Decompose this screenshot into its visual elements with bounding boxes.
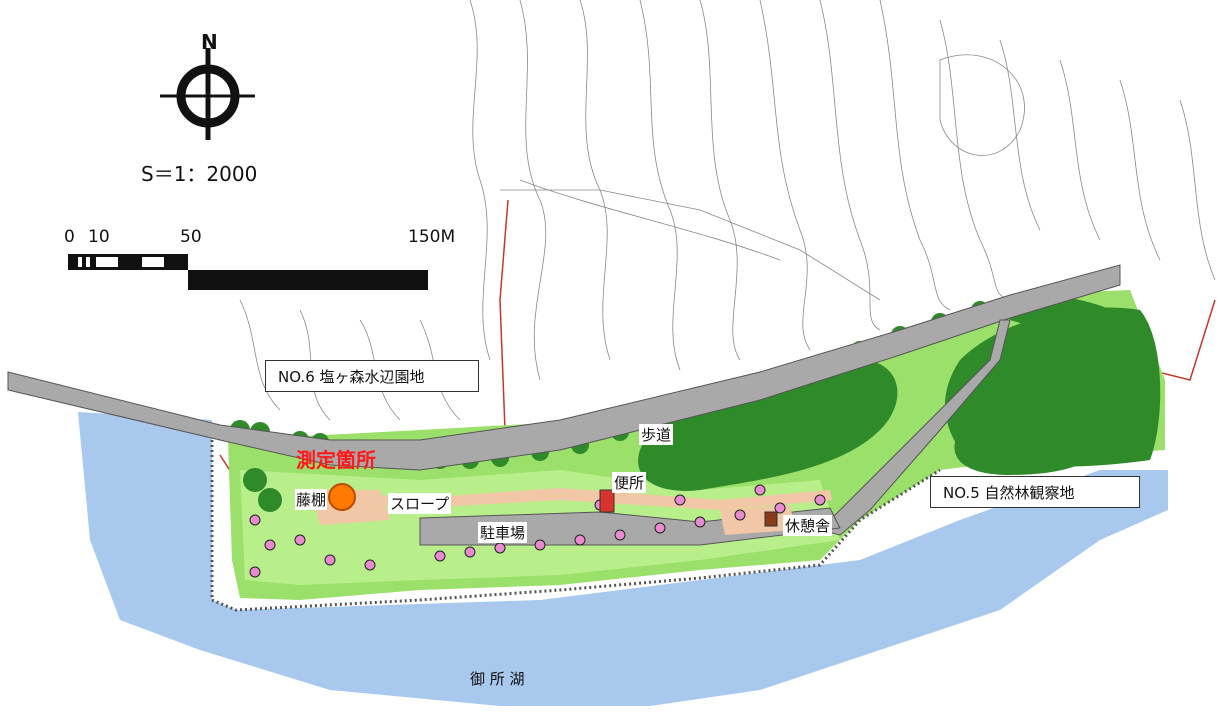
scale-ratio: S＝1：2000 [141,162,258,186]
area-label-no5[interactable]: NO.5 自然林観察地 [930,476,1140,508]
rest-house-label: 休憩舎 [783,515,833,536]
scale-tick-10: 10 [88,227,110,247]
rest-house-building [764,511,778,527]
lake-water [78,412,1168,706]
scale-tick-50: 50 [180,227,202,247]
scale-tick-0: 0 [64,227,75,247]
main-road [7,264,1121,471]
north-arrow-icon [160,48,255,140]
north-label: N [201,30,218,54]
wisteria-label: 藤棚 [295,489,328,510]
measurement-point-marker[interactable] [328,483,356,511]
lake-label: 御 所 湖 [470,670,525,688]
scale-tick-150: 150M [408,227,456,247]
toilet-building [599,489,615,513]
contour-lines [239,0,1216,421]
area-label-no6[interactable]: NO.6 塩ヶ森水辺園地 [265,360,479,392]
shoreline [210,440,941,612]
measurement-point-label: 測定箇所 [296,448,376,472]
slope-label: スロープ [388,493,452,514]
sidewalk-label: 歩道 [639,424,674,445]
parking-label: 駐車場 [478,522,528,543]
toilet-label: 便所 [612,472,647,493]
cherry-trees [249,484,826,578]
side-road [819,319,1011,536]
scale-bar [68,254,428,290]
